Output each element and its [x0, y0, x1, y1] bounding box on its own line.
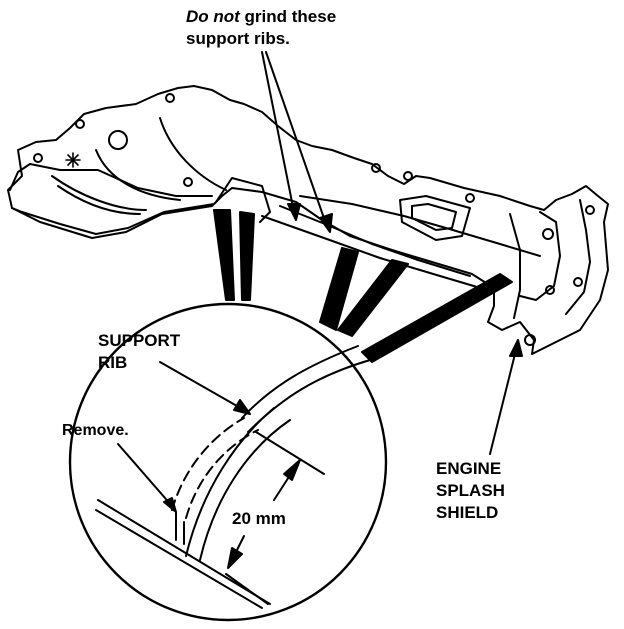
mount-hole: [574, 278, 582, 286]
note-leader: [266, 52, 326, 224]
shield-recess: [400, 196, 470, 240]
mount-hole: [525, 335, 535, 345]
dimension-arrow: [228, 548, 242, 568]
top-note: Do not grind these support ribs.: [186, 6, 396, 50]
mount-hole: [76, 120, 84, 128]
shield-left-flap: [10, 164, 212, 196]
callout-wedge: [320, 248, 358, 330]
mount-hole: [586, 206, 594, 214]
support-rib-line1: SUPPORT: [98, 331, 181, 350]
shield-bracket: [566, 200, 590, 314]
mount-hole: [109, 131, 127, 149]
mount-hole: [34, 154, 42, 162]
shield-rib: [96, 150, 180, 200]
mount-hole: [372, 164, 380, 172]
shield-bracket: [520, 212, 560, 300]
note-arrow: [320, 214, 332, 232]
engine-splash-shield-label: ENGINE SPLASH SHIELD: [436, 458, 546, 524]
shield-rib: [52, 176, 146, 210]
mount-hole: [184, 178, 192, 186]
remove-text: Remove.: [62, 422, 129, 439]
shield-channel: [262, 216, 494, 292]
note-arrow: [288, 204, 300, 220]
support-rib-leader: [160, 362, 244, 410]
mount-hole: [404, 172, 412, 180]
rib-curve: [200, 420, 290, 560]
rib-curve: [242, 346, 358, 418]
dimension-extension: [226, 574, 268, 604]
mount-hole: [466, 194, 474, 202]
callout-wedge: [362, 274, 512, 362]
engine-arrow: [510, 340, 522, 356]
top-note-line2: support ribs.: [186, 29, 290, 48]
mount-hole: [166, 94, 174, 102]
shield-recess-inner: [412, 204, 456, 230]
remove-leader: [118, 444, 172, 506]
dimension-arrow: [284, 460, 300, 480]
shield-front-lip: [12, 204, 214, 234]
shield-channel: [280, 206, 470, 276]
remove-arrow: [164, 498, 176, 512]
plate-edge: [98, 500, 270, 604]
callout-wedge: [338, 260, 408, 336]
shield-rib: [160, 118, 226, 190]
dimension-label: 20 mm: [232, 509, 286, 528]
engine-label-line3: SHIELD: [436, 503, 499, 522]
magnified-circle: [70, 304, 386, 620]
mount-hole: [546, 286, 554, 294]
callout-wedge: [240, 212, 254, 300]
support-rib-label: SUPPORT RIB: [98, 330, 228, 374]
engine-leader: [490, 350, 516, 454]
dimension-extension: [256, 432, 324, 474]
rib-curve-dashed: [186, 430, 258, 518]
shield-channel: [300, 196, 540, 256]
plate-edge: [96, 510, 262, 608]
shield-outline: [8, 86, 608, 354]
top-note-emphasis: Do not: [186, 7, 240, 26]
engine-label-line1: ENGINE: [436, 459, 502, 478]
rib-curve: [186, 408, 274, 556]
support-rib-line2: RIB: [98, 353, 128, 372]
top-note-text: grind these: [239, 7, 337, 26]
shield-rib: [58, 186, 140, 214]
support-rib-arrow: [234, 400, 250, 414]
shield-bracket: [510, 214, 520, 318]
mount-hole: [543, 229, 553, 239]
shield-channel: [216, 178, 270, 222]
note-leader: [262, 52, 294, 212]
remove-label: Remove.: [62, 420, 129, 442]
engine-label-line2: SPLASH: [436, 481, 505, 500]
vent-mark: [66, 153, 80, 167]
callout-wedge: [214, 210, 234, 300]
